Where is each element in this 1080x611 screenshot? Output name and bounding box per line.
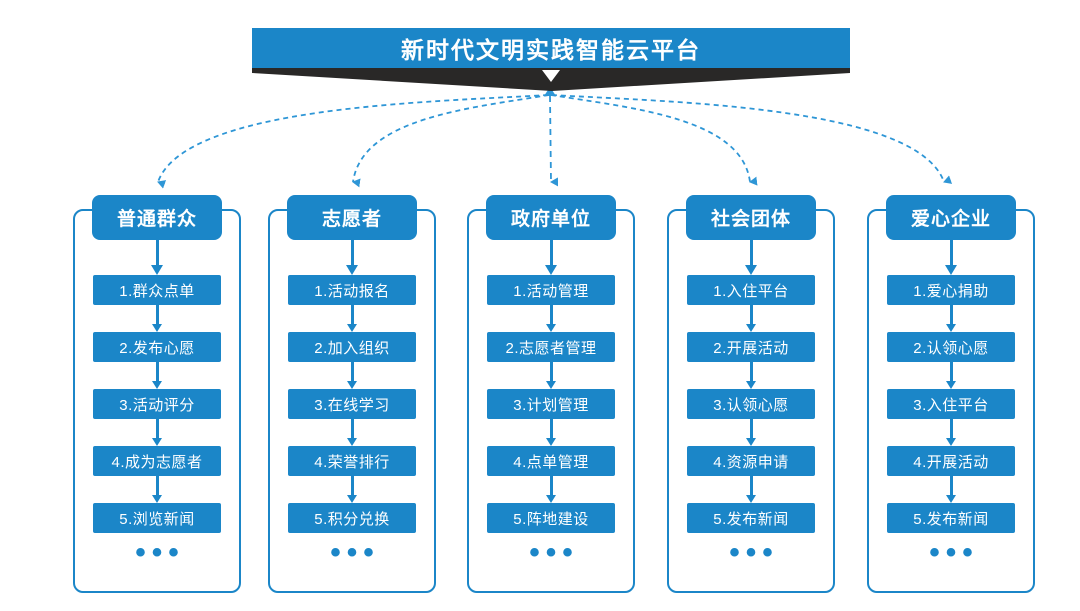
- step-box: 5.阵地建设: [487, 503, 615, 533]
- down-arrow-icon: [944, 305, 958, 332]
- step-box: 4.点单管理: [487, 446, 615, 476]
- down-arrow-icon: [944, 419, 958, 446]
- step-box: 1.入住平台: [687, 275, 815, 305]
- down-arrow-icon: [150, 476, 164, 503]
- step-box: 2.认领心愿: [887, 332, 1015, 362]
- down-arrow-icon: [544, 362, 558, 389]
- down-arrow-icon: [744, 476, 758, 503]
- step-box: 1.群众点单: [93, 275, 221, 305]
- ellipsis-dots: •••: [929, 536, 979, 569]
- step-box: 3.计划管理: [487, 389, 615, 419]
- step-box: 1.活动管理: [487, 275, 615, 305]
- step-box: 5.积分兑换: [288, 503, 416, 533]
- down-arrow-icon: [744, 240, 758, 275]
- step-box: 2.志愿者管理: [487, 332, 615, 362]
- down-arrow-icon: [744, 419, 758, 446]
- column-volunteers: 志愿者 1.活动报名 2.加入组织 3.在线学习 4.荣誉排行 5.积分兑换 •…: [268, 195, 436, 593]
- down-arrow-icon: [150, 362, 164, 389]
- platform-title: 新时代文明实践智能云平台: [401, 37, 701, 63]
- connector-to-government-units: [549, 95, 559, 187]
- down-arrow-icon: [345, 476, 359, 503]
- step-box: 2.开展活动: [687, 332, 815, 362]
- connector-to-caring-enterprises: [551, 94, 953, 184]
- column-caring-enterprises: 爱心企业 1.爱心捐助 2.认领心愿 3.入住平台 4.开展活动 5.发布新闻 …: [867, 195, 1035, 593]
- step-box: 5.发布新闻: [887, 503, 1015, 533]
- connector-to-volunteers: [352, 94, 550, 188]
- down-arrow-icon: [150, 240, 164, 275]
- column-social-organizations: 社会团体 1.入住平台 2.开展活动 3.认领心愿 4.资源申请 5.发布新闻 …: [667, 195, 835, 593]
- ellipsis-dots: •••: [529, 536, 579, 569]
- down-arrow-icon: [345, 362, 359, 389]
- step-box: 5.发布新闻: [687, 503, 815, 533]
- connector-to-social-organizations: [550, 94, 758, 186]
- platform-title-banner: 新时代文明实践智能云平台: [252, 28, 850, 68]
- connector-to-general-public: [157, 94, 549, 189]
- down-arrow-icon: [345, 419, 359, 446]
- down-arrow-icon: [150, 305, 164, 332]
- column-government-units: 政府单位 1.活动管理 2.志愿者管理 3.计划管理 4.点单管理 5.阵地建设…: [467, 195, 635, 593]
- step-box: 4.荣誉排行: [288, 446, 416, 476]
- column-header-social-organizations: 社会团体: [686, 195, 816, 240]
- down-arrow-icon: [944, 476, 958, 503]
- column-header-government-units: 政府单位: [486, 195, 616, 240]
- down-arrow-icon: [544, 240, 558, 275]
- banner-shadow-shape: [252, 68, 850, 91]
- down-arrow-icon: [544, 419, 558, 446]
- connector-hub-icon: [544, 87, 556, 96]
- step-box: 5.浏览新闻: [93, 503, 221, 533]
- step-box: 1.活动报名: [288, 275, 416, 305]
- column-header-volunteers: 志愿者: [287, 195, 417, 240]
- down-arrow-icon: [744, 362, 758, 389]
- step-box: 4.开展活动: [887, 446, 1015, 476]
- step-box: 3.认领心愿: [687, 389, 815, 419]
- ellipsis-dots: •••: [729, 536, 779, 569]
- down-arrow-icon: [744, 305, 758, 332]
- step-box: 2.加入组织: [288, 332, 416, 362]
- down-arrow-icon: [542, 70, 560, 82]
- down-arrow-icon: [944, 240, 958, 275]
- step-box: 3.入住平台: [887, 389, 1015, 419]
- down-arrow-icon: [544, 476, 558, 503]
- step-box: 4.资源申请: [687, 446, 815, 476]
- step-box: 3.在线学习: [288, 389, 416, 419]
- step-box: 4.成为志愿者: [93, 446, 221, 476]
- ellipsis-dots: •••: [330, 536, 380, 569]
- step-box: 2.发布心愿: [93, 332, 221, 362]
- down-arrow-icon: [150, 419, 164, 446]
- column-general-public: 普通群众 1.群众点单 2.发布心愿 3.活动评分 4.成为志愿者 5.浏览新闻…: [73, 195, 241, 593]
- step-box: 1.爱心捐助: [887, 275, 1015, 305]
- column-header-caring-enterprises: 爱心企业: [886, 195, 1016, 240]
- down-arrow-icon: [544, 305, 558, 332]
- ellipsis-dots: •••: [135, 536, 185, 569]
- dashed-connectors: [157, 87, 953, 189]
- down-arrow-icon: [944, 362, 958, 389]
- down-arrow-icon: [345, 305, 359, 332]
- column-header-general-public: 普通群众: [92, 195, 222, 240]
- step-box: 3.活动评分: [93, 389, 221, 419]
- down-arrow-icon: [345, 240, 359, 275]
